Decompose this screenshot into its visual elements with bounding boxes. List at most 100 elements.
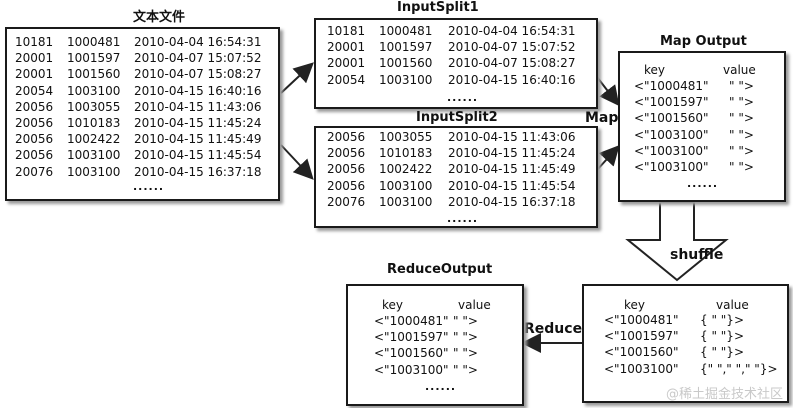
split1-row-item: 1001560 [379, 56, 433, 71]
text_file-row-time: 2010-04-15 11:43:06 [134, 99, 262, 114]
split2-row-item: 1003100 [379, 178, 433, 193]
shuffle_output-row-key: <"1001597" [604, 329, 679, 344]
text_file-row-id: 20056 [15, 99, 54, 114]
shuffle-arrow [625, 201, 729, 282]
text_file-row-id: 20054 [15, 83, 54, 98]
shuffle_output-row-value: { " "}> [700, 329, 744, 344]
map-label: Map [585, 110, 619, 126]
arrow-split1-to-map [596, 76, 620, 107]
split1-row-id: 20001 [327, 40, 366, 55]
map_output-row-key: <"1003100" [634, 143, 709, 158]
map_output-row-value: " "> [729, 127, 754, 142]
split2-row-time: 2010-04-15 11:45:49 [448, 162, 576, 177]
map_output-row-value: " "> [729, 79, 754, 93]
split1-row-time: 2010-04-07 15:07:52 [448, 40, 576, 55]
reduce_output-row-key: <"1000481" [374, 314, 449, 328]
split2-row-id: 20056 [327, 178, 366, 193]
text_file-row-id: 20056 [15, 116, 54, 130]
map_output-row-value: " "> [729, 143, 754, 158]
reduce-output-box: key value <"1000481"" "><"1001597"" "><"… [346, 284, 524, 406]
reduce-output-ellipsis: ...... [425, 380, 457, 393]
split2-row-item: 1010183 [379, 146, 433, 161]
split2-title: InputSplit2 [416, 110, 498, 125]
text_file-row-item: 1010183 [67, 116, 121, 130]
split2-row-item: 1002422 [379, 162, 433, 177]
map_output-row-key: <"1001560" [634, 111, 709, 126]
text_file-row-time: 2010-04-07 15:07:52 [134, 51, 262, 66]
split2-row-id: 20056 [327, 130, 366, 144]
split1-row-id: 10181 [327, 24, 366, 38]
reduce-output-title: ReduceOutput [387, 262, 493, 277]
map_output-row-key: <"1001597" [634, 95, 709, 110]
text_file-row-time: 2010-04-15 11:45:49 [134, 132, 262, 147]
map_output-row-value: " "> [729, 95, 754, 110]
shuffle_output-row-value: {" "," "," "}> [700, 361, 778, 376]
watermark: @稀土掘金技术社区 [665, 387, 783, 402]
reduce_output-row-value: " "> [453, 330, 478, 345]
text_file-row-time: 2010-04-07 15:08:27 [134, 67, 262, 82]
split1-row-time: 2010-04-04 16:54:31 [448, 24, 576, 38]
shuffle-output-box: key value <"1000481"{ " "}><"1001597"{ "… [582, 284, 789, 403]
split1-title: InputSplit1 [397, 0, 479, 15]
text_file-row-id: 20056 [15, 132, 54, 147]
arrow-split2-to-map [596, 145, 620, 171]
text_file-row-time: 2010-04-04 16:54:31 [134, 35, 262, 49]
map-output-title: Map Output [660, 34, 747, 49]
text_file-row-item: 1003055 [67, 99, 121, 114]
text_file-row-item: 1003100 [67, 164, 121, 179]
text-file-ellipsis: ...... [133, 180, 165, 193]
text_file-row-id: 20076 [15, 164, 54, 179]
split1-row-item: 1000481 [379, 24, 433, 38]
map-value-header: value [723, 63, 756, 77]
split1-ellipsis: ...... [447, 91, 479, 104]
map-output-ellipsis: ...... [687, 177, 719, 190]
shuffle-value-header: value [716, 298, 749, 312]
reduce_output-row-value: " "> [453, 314, 478, 328]
split2-row-id: 20076 [327, 194, 366, 209]
text_file-row-item: 1000481 [67, 35, 121, 49]
reduce_output-row-key: <"1003100" [374, 362, 449, 377]
map_output-row-key: <"1000481" [634, 79, 709, 93]
text-file-title: 文本文件 [133, 10, 186, 25]
shuffle_output-row-key: <"1003100" [604, 361, 679, 376]
map_output-row-value: " "> [729, 111, 754, 126]
split2-row-item: 1003100 [379, 194, 433, 209]
text_file-row-time: 2010-04-15 11:45:24 [134, 116, 262, 130]
text-file-box: 10181 1000481 2010-04-04 16:54:31 20001 1001… [5, 27, 280, 201]
text_file-row-id: 10181 [15, 35, 54, 49]
reduce_output-row-value: " "> [453, 362, 478, 377]
arrow-to-split2 [280, 144, 314, 180]
split1-row-item: 1003100 [379, 72, 433, 87]
split2-row-time: 2010-04-15 11:45:24 [448, 146, 576, 161]
text_file-row-item: 1001560 [67, 67, 121, 82]
reduce_output-row-key: <"1001560" [374, 346, 449, 361]
map_output-row-value: " "> [729, 160, 754, 174]
shuffle-key-header: key [624, 298, 646, 312]
split1-row-id: 20001 [327, 56, 366, 71]
split1-row-item: 1001597 [379, 40, 433, 55]
text_file-row-time: 2010-04-15 16:37:18 [134, 164, 262, 179]
shuffle_output-row-key: <"1000481" [604, 313, 679, 327]
text_file-row-id: 20056 [15, 148, 54, 163]
split1-row-id: 20054 [327, 72, 366, 87]
map-key-header: key [644, 63, 666, 77]
text_file-row-time: 2010-04-15 16:40:16 [134, 83, 262, 98]
reduce-key-header: key [382, 298, 404, 312]
text_file-row-id: 20001 [15, 67, 54, 82]
reduce-value-header: value [458, 298, 491, 312]
split1-row-time: 2010-04-07 15:08:27 [448, 56, 576, 71]
shuffle-label: shuffle [670, 247, 724, 263]
text_file-row-item: 1003100 [67, 148, 121, 163]
map_output-row-key: <"1003100" [634, 127, 709, 142]
split2-row-time: 2010-04-15 11:43:06 [448, 130, 576, 144]
split2-row-id: 20056 [327, 146, 366, 161]
text_file-row-time: 2010-04-15 11:45:54 [134, 148, 262, 163]
arrow-to-split1 [280, 62, 314, 94]
split1-row-time: 2010-04-15 16:40:16 [448, 72, 576, 87]
reduce-label: Reduce [524, 321, 583, 337]
split2-ellipsis: ...... [447, 212, 479, 225]
map_output-row-key: <"1003100" [634, 160, 709, 174]
text_file-row-id: 20001 [15, 51, 54, 66]
text_file-row-item: 1001597 [67, 51, 121, 66]
